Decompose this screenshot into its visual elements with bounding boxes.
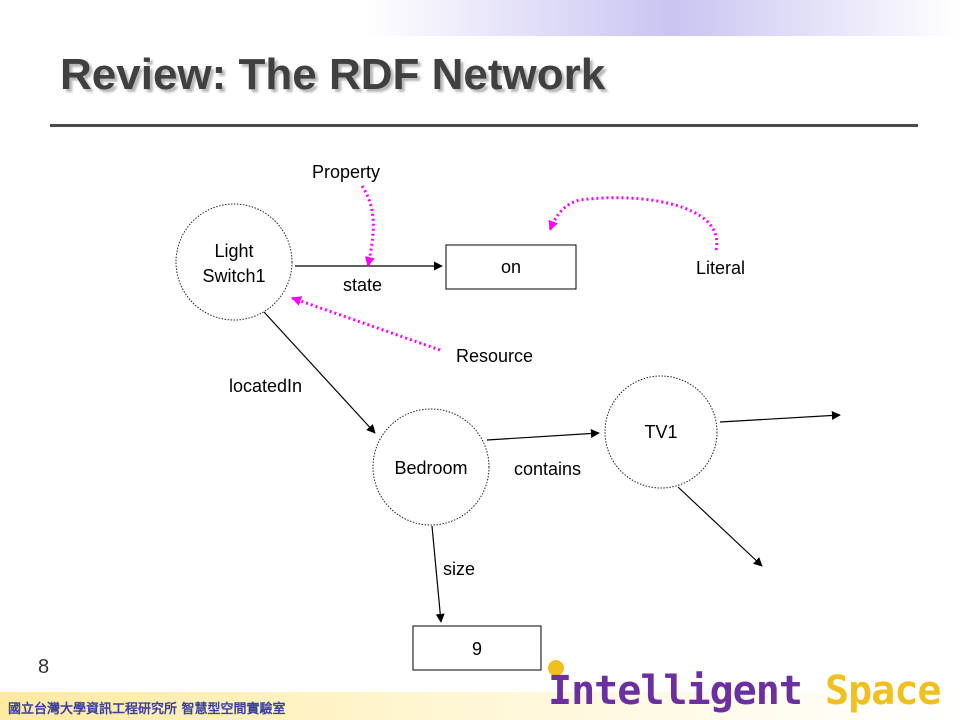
- node-light-switch1: [175, 203, 293, 321]
- node-bedroom: [372, 408, 490, 526]
- annotation-literal-label: Literal: [696, 258, 745, 278]
- edge-locatedin-arrow: [263, 311, 376, 434]
- slide-title: Review: The RDF Network: [60, 50, 606, 99]
- edge-locatedin-label: locatedIn: [229, 376, 302, 396]
- edge-tv1-outgoing-down: [677, 486, 763, 567]
- footer-band: [0, 692, 960, 720]
- brand-word-intelligent: Intelligent: [548, 668, 803, 714]
- brand-word-space: Space: [825, 668, 941, 714]
- top-gradient-band: [0, 0, 960, 36]
- annotation-property-arrow: [360, 185, 375, 267]
- node-tv1-label: TV1: [644, 422, 677, 442]
- edge-tv1-outgoing-right: [719, 410, 841, 423]
- edge-contains-arrow: [486, 429, 600, 441]
- title-underline: [50, 124, 918, 127]
- edge-size-arrow: [431, 525, 445, 623]
- page-number: 8: [38, 656, 50, 678]
- brand-logo: Intelligent Space: [548, 668, 941, 714]
- annotation-property-label: Property: [312, 162, 380, 182]
- literal-box-9-label: 9: [472, 639, 482, 659]
- node-tv1: [604, 375, 718, 489]
- annotation-resource-label: Resource: [456, 346, 533, 366]
- literal-box-on-label: on: [501, 257, 521, 277]
- node-light-switch1-label-line1: Light: [214, 241, 253, 261]
- annotation-literal-arrow: [548, 196, 719, 251]
- edge-size-label: size: [443, 559, 475, 579]
- brand-space-gap: [802, 668, 825, 714]
- footer-institution: 國立台灣大學資訊工程研究所 智慧型空間實驗室: [8, 702, 286, 717]
- literal-box-on: [445, 244, 577, 290]
- edge-state-label: state: [343, 275, 382, 295]
- node-bedroom-label: Bedroom: [394, 458, 467, 478]
- edge-contains-label: contains: [514, 459, 581, 479]
- annotation-resource-arrow: [291, 296, 441, 352]
- literal-box-9: [412, 625, 542, 671]
- brand-logo-dot-icon: [548, 660, 564, 676]
- node-light-switch1-label-line2: Switch1: [202, 266, 265, 286]
